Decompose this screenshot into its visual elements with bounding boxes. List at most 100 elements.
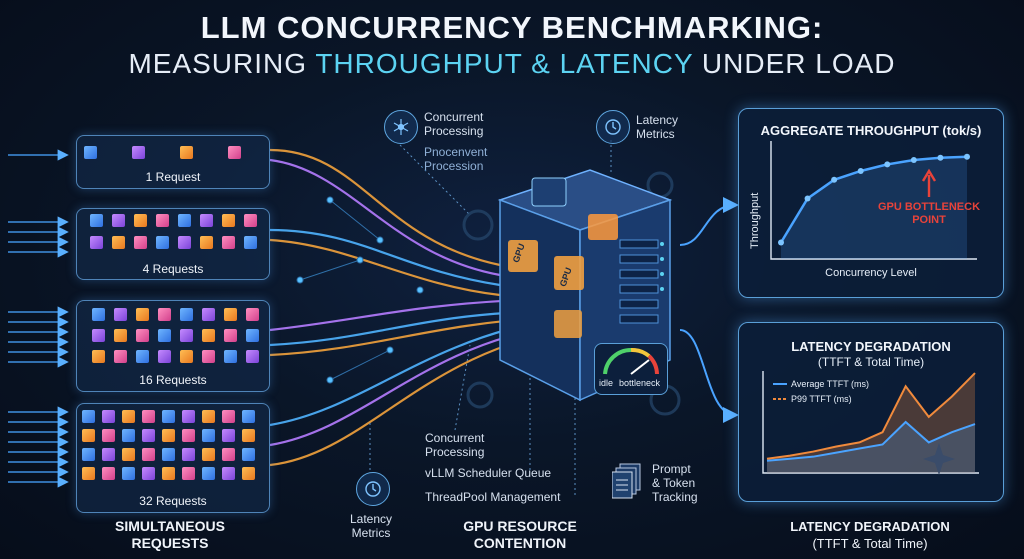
legend-average-ttft: Average TTFT (ms) bbox=[791, 379, 870, 389]
request-cube bbox=[222, 429, 235, 442]
request-cube bbox=[182, 410, 195, 423]
request-cube bbox=[202, 308, 215, 321]
caption-line: REQUESTS bbox=[131, 535, 209, 551]
request-cube bbox=[102, 448, 115, 461]
request-cube bbox=[136, 350, 149, 363]
latency-panel: LATENCY DEGRADATION (TTFT & Total Time) … bbox=[738, 322, 1004, 502]
concurrent-processing-2-label: Concurrent Processing bbox=[425, 431, 485, 459]
request-cube bbox=[90, 214, 103, 227]
request-cube bbox=[142, 467, 155, 480]
bottleneck-annotation: GPU BOTTLENECK POINT bbox=[859, 201, 999, 227]
request-cube bbox=[136, 308, 149, 321]
request-cube bbox=[222, 214, 235, 227]
page-title: LLM CONCURRENCY BENCHMARKING: bbox=[200, 10, 824, 45]
request-cube bbox=[156, 214, 169, 227]
request-cube bbox=[222, 467, 235, 480]
request-cube bbox=[102, 467, 115, 480]
clock-icon bbox=[356, 472, 390, 506]
request-cube bbox=[134, 214, 147, 227]
concurrent-processing-label: Concurrent Processing bbox=[424, 110, 484, 138]
annotation-line: GPU BOTTLENECK bbox=[877, 201, 981, 213]
request-cube bbox=[122, 467, 135, 480]
request-cube bbox=[202, 448, 215, 461]
throughput-chart bbox=[770, 141, 977, 260]
request-cube bbox=[224, 350, 237, 363]
request-cube bbox=[224, 308, 237, 321]
request-cube bbox=[200, 236, 213, 249]
latency-subtitle: (TTFT & Total Time) bbox=[817, 355, 925, 369]
legend-p99-ttft: P99 TTFT (ms) bbox=[791, 394, 852, 404]
request-cube bbox=[112, 214, 125, 227]
request-cube bbox=[180, 329, 193, 342]
request-cube bbox=[82, 429, 95, 442]
throughput-point bbox=[910, 157, 917, 163]
request-cube bbox=[92, 350, 105, 363]
throughput-point bbox=[857, 168, 864, 174]
latency-p99-line-area bbox=[767, 373, 975, 473]
latency-metrics-bottom-label: Latency Metrics bbox=[350, 512, 393, 540]
request-cube bbox=[82, 467, 95, 480]
request-cube bbox=[182, 429, 195, 442]
request-cube bbox=[162, 467, 175, 480]
caption-line: GPU RESOURCE bbox=[463, 518, 577, 534]
throughput-point bbox=[778, 239, 784, 246]
request-cube bbox=[90, 236, 103, 249]
throughput-point bbox=[804, 195, 811, 202]
throughput-point bbox=[831, 176, 838, 183]
request-cube bbox=[142, 429, 155, 442]
request-cube bbox=[82, 410, 95, 423]
latency-caption: LATENCY DEGRADATION (TTFT & Total Time) bbox=[760, 518, 980, 552]
gauge-dial-icon bbox=[603, 347, 659, 375]
request-cube bbox=[162, 429, 175, 442]
request-cube bbox=[142, 410, 155, 423]
request-cube bbox=[200, 214, 213, 227]
page-subtitle: MEASURING THROUGHPUT & LATENCY UNDER LOA… bbox=[0, 48, 1024, 80]
request-cube bbox=[246, 350, 259, 363]
request-cube bbox=[156, 236, 169, 249]
bottleneck-arrow-icon bbox=[921, 168, 937, 197]
request-cube bbox=[242, 429, 255, 442]
request-label: 1 Request bbox=[145, 170, 201, 184]
request-cube bbox=[82, 448, 95, 461]
request-cube bbox=[242, 467, 255, 480]
request-cube bbox=[122, 410, 135, 423]
request-cube bbox=[202, 350, 215, 363]
request-label: 4 Requests bbox=[142, 262, 204, 276]
latency-chart bbox=[762, 371, 979, 475]
prompt-tracking-label: Prompt & Token Tracking bbox=[652, 462, 698, 504]
throughput-ylabel: Throughput bbox=[749, 192, 761, 249]
request-cube bbox=[244, 236, 257, 249]
request-box-1: 1 Request bbox=[76, 135, 270, 189]
vllm-queue-label: vLLM Scheduler Queue bbox=[425, 466, 552, 480]
request-cube bbox=[180, 350, 193, 363]
throughput-panel: AGGREGATE THROUGHPUT (tok/s) Throughput … bbox=[738, 108, 1004, 298]
request-cube bbox=[84, 146, 97, 159]
request-cube bbox=[122, 429, 135, 442]
request-cube bbox=[222, 410, 235, 423]
latency-title: LATENCY DEGRADATION bbox=[791, 339, 951, 354]
request-cube bbox=[158, 308, 171, 321]
sparkle-icon bbox=[923, 443, 955, 475]
request-cube bbox=[158, 350, 171, 363]
throughput-line bbox=[779, 155, 968, 244]
request-cube bbox=[134, 236, 147, 249]
request-cube bbox=[102, 429, 115, 442]
throughput-axes bbox=[770, 141, 977, 260]
latency-p99-line bbox=[766, 372, 976, 460]
request-cube bbox=[202, 467, 215, 480]
request-label: 32 Requests bbox=[139, 494, 207, 508]
throughput-area bbox=[781, 156, 967, 259]
request-cube bbox=[180, 308, 193, 321]
request-cube bbox=[202, 429, 215, 442]
request-cube bbox=[224, 329, 237, 342]
bottleneck-gauge: idle bottleneck bbox=[594, 343, 668, 395]
throughput-title: AGGREGATE THROUGHPUT (tok/s) bbox=[760, 123, 982, 138]
request-cube bbox=[242, 448, 255, 461]
procession-label: Pnocenvent Procession bbox=[424, 145, 488, 173]
request-cube bbox=[122, 448, 135, 461]
request-cube bbox=[228, 146, 241, 159]
request-cube bbox=[202, 410, 215, 423]
throughput-xlabel: Concurrency Level bbox=[825, 267, 917, 279]
request-cube bbox=[222, 236, 235, 249]
request-cube bbox=[102, 410, 115, 423]
